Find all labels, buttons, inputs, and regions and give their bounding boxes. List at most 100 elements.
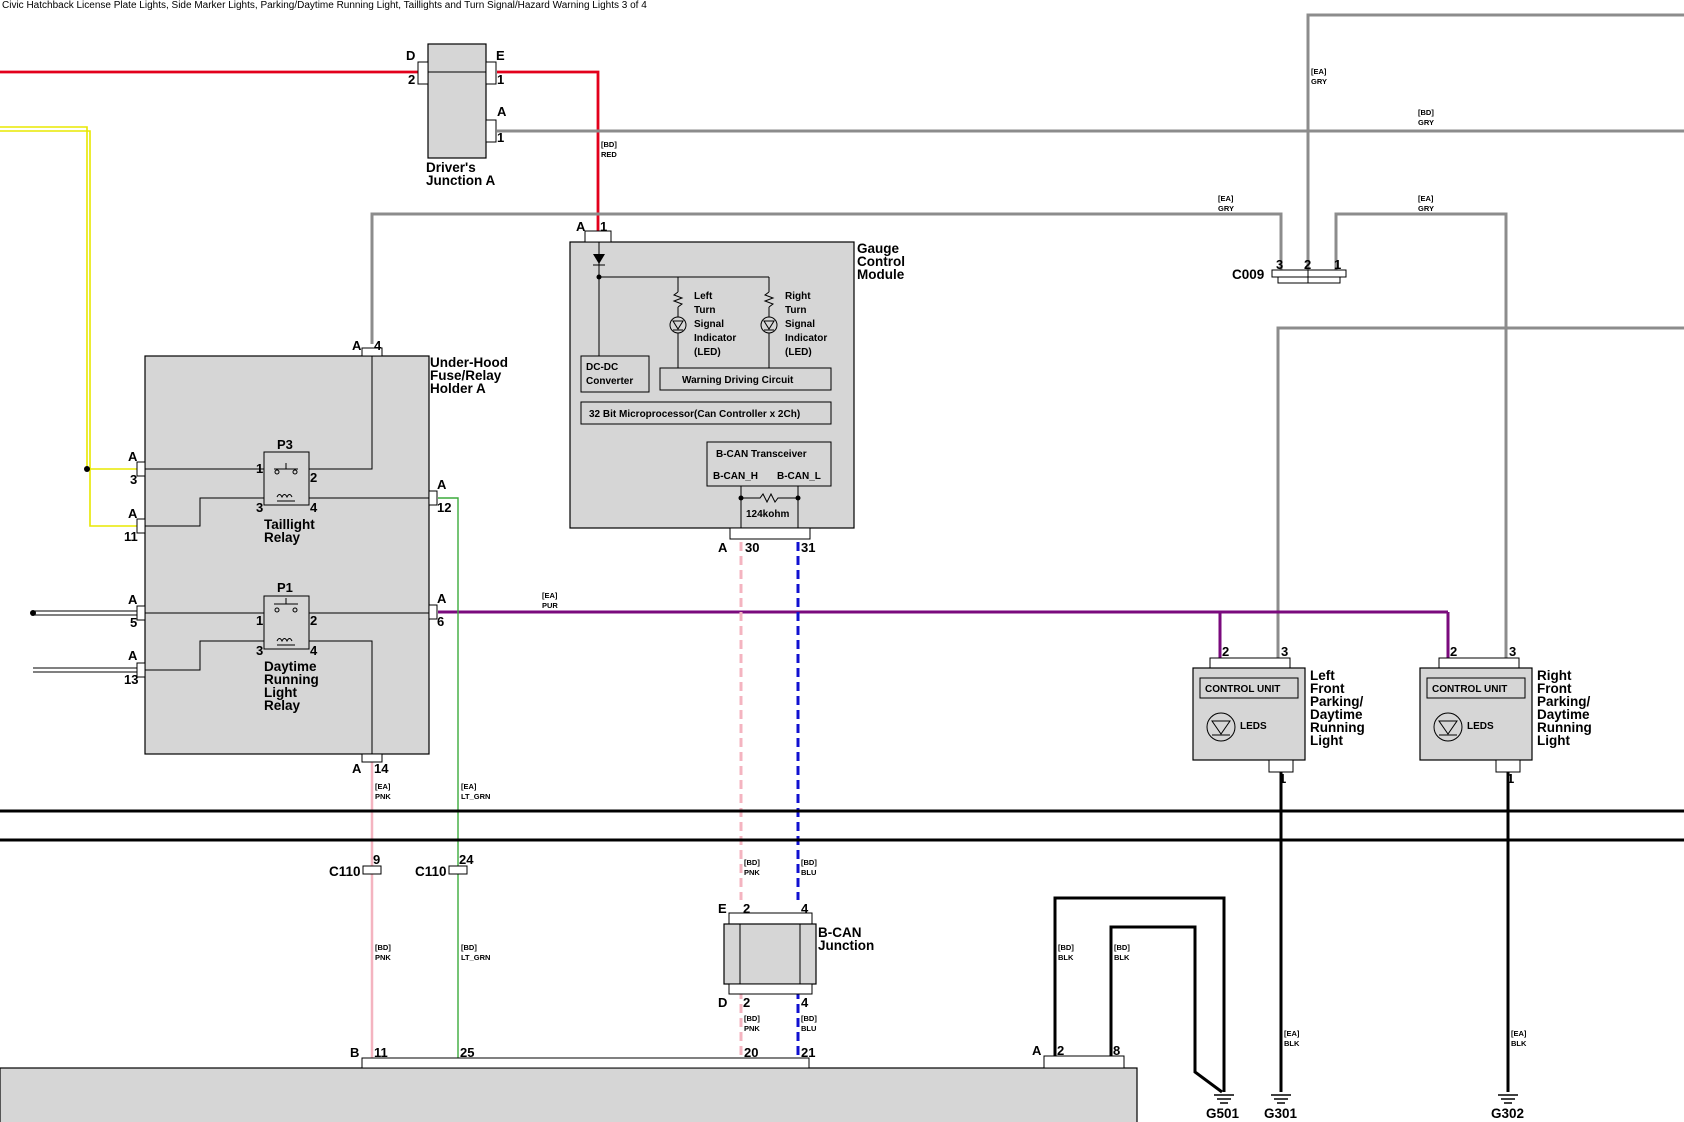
right-name-2: Front — [1537, 681, 1572, 696]
drivers-junction: D 2 E 1 A 1 Driver's Junction A — [406, 43, 507, 188]
wire-red-to-gcm — [497, 70, 600, 232]
bcan-junction: E 2 4 D 2 4 B-CAN Junction — [718, 901, 874, 1010]
wl-bd-gry-1: [BD] — [1418, 108, 1434, 117]
gcm-name-2: Control — [857, 254, 905, 269]
wl-bd-pnk-jct-2: PNK — [744, 1024, 760, 1033]
wl-ea-ltgrn-1: [EA] — [461, 782, 477, 791]
p1-label: P1 — [277, 580, 293, 595]
wire-black-g501-2 — [1109, 925, 1223, 1094]
gcm-name-3: Module — [857, 267, 905, 282]
wl-bd-ltgrn-c110-1: [BD] — [461, 943, 477, 952]
wl-bd-red-2: RED — [601, 150, 617, 159]
wl-bd-blu-jct-1: [BD] — [801, 1014, 817, 1023]
left-control-unit: CONTROL UNIT — [1205, 684, 1280, 695]
wl-ea-gry-left-1: [EA] — [1218, 194, 1234, 203]
wl-bd-blk-2b: BLK — [1114, 953, 1130, 962]
jct-pin-d4: 4 — [801, 995, 809, 1010]
wl-bd-ltgrn-c110-2: LT_GRN — [461, 953, 490, 962]
p1-pin-3: 3 — [256, 643, 263, 658]
wl-ea-blk-2a: [EA] — [1511, 1029, 1527, 1038]
gcm-bottom-30: 30 — [745, 540, 759, 555]
uh-top-letter: A — [352, 338, 362, 353]
ground-g302-label: G302 — [1491, 1106, 1524, 1121]
right-indicator-4: Indicator — [785, 333, 827, 344]
right-indicator-2: Turn — [785, 305, 806, 316]
dcdc-line1: DC-DC — [586, 362, 618, 373]
under-hood-fuse-relay-holder: A 4 Under-Hood Fuse/Relay Holder A A 3 A… — [124, 338, 508, 776]
c110-a-name: C110 — [329, 864, 361, 879]
bottom-b-pin-11: 11 — [374, 1045, 388, 1060]
bottom-b-pin-21: 21 — [801, 1045, 815, 1060]
wl-bd-pnk-gcm-2: PNK — [744, 868, 760, 877]
ground-g301-icon — [1271, 1094, 1291, 1104]
left-front-light: CONTROL UNIT LEDS 2 3 1 Left Front Parki… — [1192, 644, 1365, 786]
wl-bd-blu-gcm-1: [BD] — [801, 858, 817, 867]
bottom-b-letter: B — [350, 1045, 359, 1060]
p3-pin-3: 3 — [256, 500, 263, 515]
dj-pin-a-num: 1 — [497, 130, 504, 145]
wl-ea-gry-left-2: GRY — [1218, 204, 1234, 213]
left-name-3: Parking/ — [1310, 694, 1364, 709]
wl-ea-blk-1b: BLK — [1284, 1039, 1300, 1048]
wl-bd-gry-2: GRY — [1418, 118, 1434, 127]
drl-relay-3: Light — [264, 685, 297, 700]
wl-ea-gry-top-1: [EA] — [1311, 67, 1327, 76]
wl-bd-blk-1b: BLK — [1058, 953, 1074, 962]
c009-name: C009 — [1232, 267, 1264, 282]
right-indicator-3: Signal — [785, 319, 815, 330]
p1-pin-1: 1 — [256, 613, 263, 628]
microprocessor: 32 Bit Microprocessor(Can Controller x 2… — [589, 409, 800, 420]
wire-gray-vertical-top — [1306, 13, 1684, 270]
bottom-a-pin-8: 8 — [1113, 1043, 1120, 1058]
dj-pin-e: E — [496, 48, 505, 63]
p3-pin-2: 2 — [310, 470, 317, 485]
left-name-4: Daytime — [1310, 707, 1363, 722]
uh-bottom-num: 14 — [374, 761, 389, 776]
right-name-4: Daytime — [1537, 707, 1590, 722]
ground-g501-icon — [1214, 1094, 1234, 1104]
right-pin-1: 1 — [1507, 771, 1514, 786]
ground-g302-icon — [1498, 1094, 1518, 1104]
wire-gray-c009-right — [1334, 212, 1508, 658]
jct-pin-d2: 2 — [743, 995, 750, 1010]
jct-name-2: Junction — [818, 938, 874, 953]
c009-connector: C009 3 2 1 — [1232, 257, 1347, 284]
right-pin-3: 3 — [1509, 644, 1516, 659]
dj-pin-d: D — [406, 48, 415, 63]
wl-bd-red-1: [BD] — [601, 140, 617, 149]
drl-relay-4: Relay — [264, 698, 301, 713]
taillight-relay-1: Taillight — [264, 517, 315, 532]
right-name-5: Running — [1537, 720, 1592, 735]
grounds: G501 G301 G302 — [1206, 1094, 1524, 1121]
wl-ea-blk-2b: BLK — [1511, 1039, 1527, 1048]
jct-pin-d: D — [718, 995, 727, 1010]
c110-connectors: C110 9 C110 24 — [329, 852, 474, 879]
wire-yellow-2 — [0, 130, 141, 527]
uh-right-pin-1-letter: A — [437, 477, 447, 492]
gcm-top-pin-num: 1 — [600, 219, 607, 234]
p3-pin-4: 4 — [310, 500, 318, 515]
jct-name-1: B-CAN — [818, 925, 862, 940]
wire-labels: [BD] RED [EA] GRY [BD] GRY [EA] GRY [EA]… — [375, 67, 1527, 1048]
left-leds: LEDS — [1240, 721, 1267, 732]
p1-pin-2: 2 — [310, 613, 317, 628]
bcan-transceiver: B-CAN Transceiver — [716, 449, 807, 460]
wire-green — [438, 497, 459, 1058]
uh-right-pin-2-num: 6 — [437, 614, 444, 629]
bottom-a-pin-2: 2 — [1057, 1043, 1064, 1058]
jct-pin-e4: 4 — [801, 901, 809, 916]
right-pin-2: 2 — [1450, 644, 1457, 659]
dj-name-2: Junction A — [426, 173, 495, 188]
wl-bd-pnk-jct-1: [BD] — [744, 1014, 760, 1023]
dj-name-1: Driver's — [426, 160, 476, 175]
p1-coil-icon — [276, 638, 293, 643]
bottom-a-letter: A — [1032, 1043, 1042, 1058]
dcdc-line2: Converter — [586, 376, 633, 387]
c009-pin-3: 3 — [1276, 257, 1283, 272]
dj-pin-e-num: 1 — [497, 72, 504, 87]
uh-left-pin-3-num: 5 — [130, 615, 137, 630]
uh-left-pin-2-letter: A — [128, 506, 138, 521]
uh-left-pin-4-letter: A — [128, 648, 138, 663]
jct-pin-e: E — [718, 901, 727, 916]
